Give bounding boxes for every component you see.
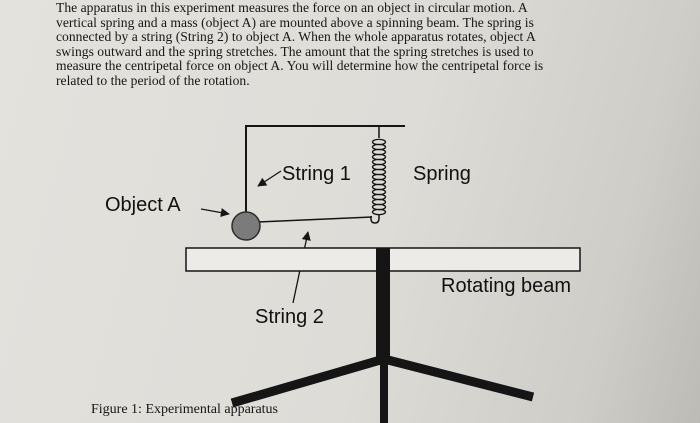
spring-coil xyxy=(371,138,387,216)
base-right-leg xyxy=(382,354,535,402)
spring-label: Spring xyxy=(413,163,471,185)
rotating-beam-label: Rotating beam xyxy=(441,275,572,297)
object-a-pointer xyxy=(200,208,230,218)
string-2-label: String 2 xyxy=(255,306,324,328)
figure-caption: Figure 1: Experimental apparatus xyxy=(91,402,278,417)
experiment-description: The apparatus in this experiment measure… xyxy=(56,0,626,89)
base-left-leg xyxy=(230,354,386,408)
string-1-label: String 1 xyxy=(282,163,351,185)
string-2-line xyxy=(257,216,373,223)
paragraph-line: swings outward and the spring stretches.… xyxy=(56,43,534,59)
paragraph-line: connected by a string (String 2) to obje… xyxy=(56,29,536,45)
paragraph-line: vertical spring and a mass (object A) ar… xyxy=(56,14,534,30)
object-a-mass xyxy=(231,211,261,241)
paragraph-line: The apparatus in this experiment measure… xyxy=(56,0,528,15)
paragraph-line: measure the centripetal force on object … xyxy=(56,58,544,74)
paragraph-line: related to the period of the rotation. xyxy=(56,72,250,88)
rotating-shaft xyxy=(376,248,390,364)
object-a-label: Object A xyxy=(105,194,181,216)
spring-hook xyxy=(370,214,380,224)
string-1-pointer xyxy=(257,170,282,187)
